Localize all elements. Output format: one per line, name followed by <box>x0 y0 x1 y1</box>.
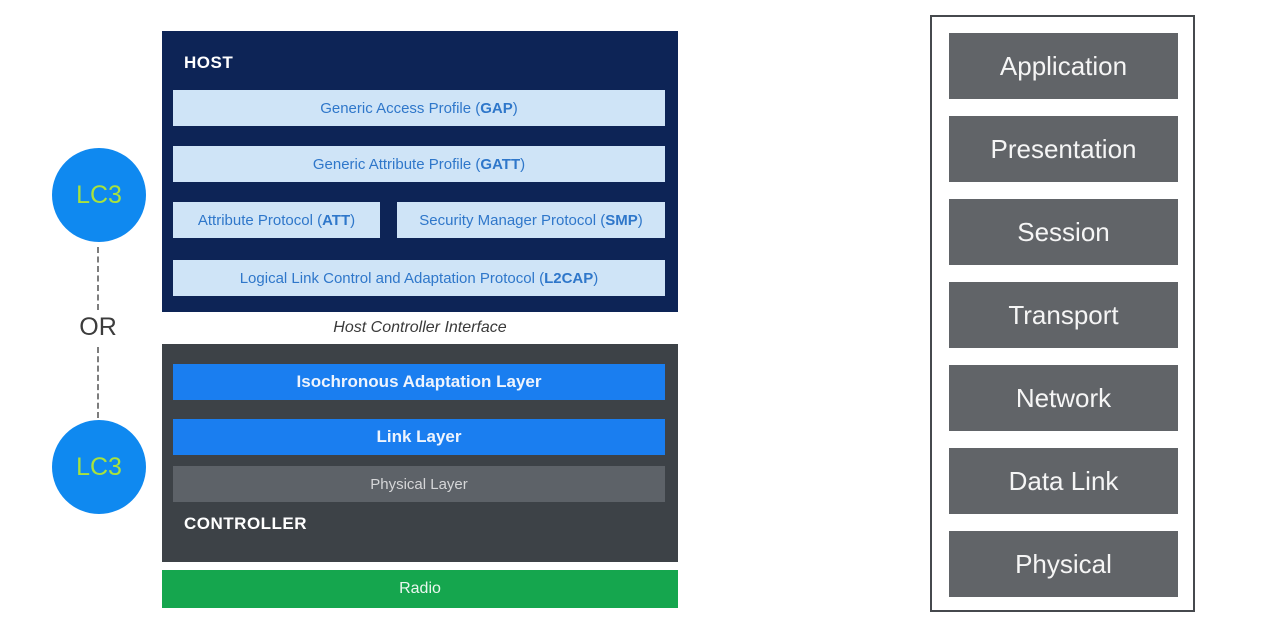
physical-layer: Physical Layer <box>173 466 665 502</box>
smp-label-pre: Security Manager Protocol ( <box>419 211 606 229</box>
l2cap-label-pre: Logical Link Control and Adaptation Prot… <box>239 269 545 287</box>
osi-layer-network: Network <box>949 365 1178 431</box>
osi-model-block: Application Presentation Session Transpo… <box>930 15 1195 612</box>
osi-layer-application: Application <box>949 33 1178 99</box>
link-layer-label: Link Layer <box>376 427 462 446</box>
att-label-post: ) <box>350 211 356 229</box>
or-label: OR <box>68 313 128 342</box>
osi-layer-physical: Physical <box>949 531 1178 597</box>
smp-layer: Security Manager Protocol (SMP) <box>397 202 665 238</box>
smp-label-post: ) <box>637 211 643 229</box>
radio-layer: Radio <box>162 570 678 608</box>
dashed-connector-top <box>97 247 99 310</box>
att-layer: Attribute Protocol (ATT) <box>173 202 380 238</box>
gap-label-post: ) <box>512 99 518 117</box>
lc3-bottom-label: LC3 <box>76 452 122 481</box>
att-label-pre: Attribute Protocol ( <box>197 211 323 229</box>
link-layer: Link Layer <box>173 419 665 455</box>
osi-layer-session: Session <box>949 199 1178 265</box>
gatt-label-pre: Generic Attribute Profile ( <box>312 155 481 173</box>
lc3-top-label: LC3 <box>76 180 122 209</box>
physical-layer-label: Physical Layer <box>370 475 468 493</box>
osi-layer-data-link: Data Link <box>949 448 1178 514</box>
controller-title: CONTROLLER <box>184 514 308 533</box>
gap-label-abbr: GAP <box>480 99 513 117</box>
gatt-label-abbr: GATT <box>480 155 521 173</box>
l2cap-layer: Logical Link Control and Adaptation Prot… <box>173 260 665 296</box>
host-title: HOST <box>184 53 234 72</box>
osi-layer-presentation: Presentation <box>949 116 1178 182</box>
gatt-layer: Generic Attribute Profile (GATT) <box>173 146 665 182</box>
isochronous-adaptation-layer-label: Isochronous Adaptation Layer <box>296 372 542 391</box>
smp-label-abbr: SMP <box>605 211 638 229</box>
osi-layer-transport: Transport <box>949 282 1178 348</box>
radio-label: Radio <box>399 580 441 597</box>
host-block: HOST Generic Access Profile (GAP) Generi… <box>162 31 678 312</box>
controller-block: Isochronous Adaptation Layer Link Layer … <box>162 344 678 562</box>
att-label-abbr: ATT <box>322 211 351 229</box>
lc3-codec-badge-bottom: LC3 <box>52 420 146 514</box>
isochronous-adaptation-layer: Isochronous Adaptation Layer <box>173 364 665 400</box>
gap-layer: Generic Access Profile (GAP) <box>173 90 665 126</box>
l2cap-label-post: ) <box>593 269 599 287</box>
l2cap-label-abbr: L2CAP <box>544 269 594 287</box>
gap-label-pre: Generic Access Profile ( <box>320 99 481 117</box>
dashed-connector-bottom <box>97 347 99 418</box>
lc3-codec-badge-top: LC3 <box>52 148 146 242</box>
gatt-label-post: ) <box>520 155 526 173</box>
hci-label: Host Controller Interface <box>333 319 507 336</box>
